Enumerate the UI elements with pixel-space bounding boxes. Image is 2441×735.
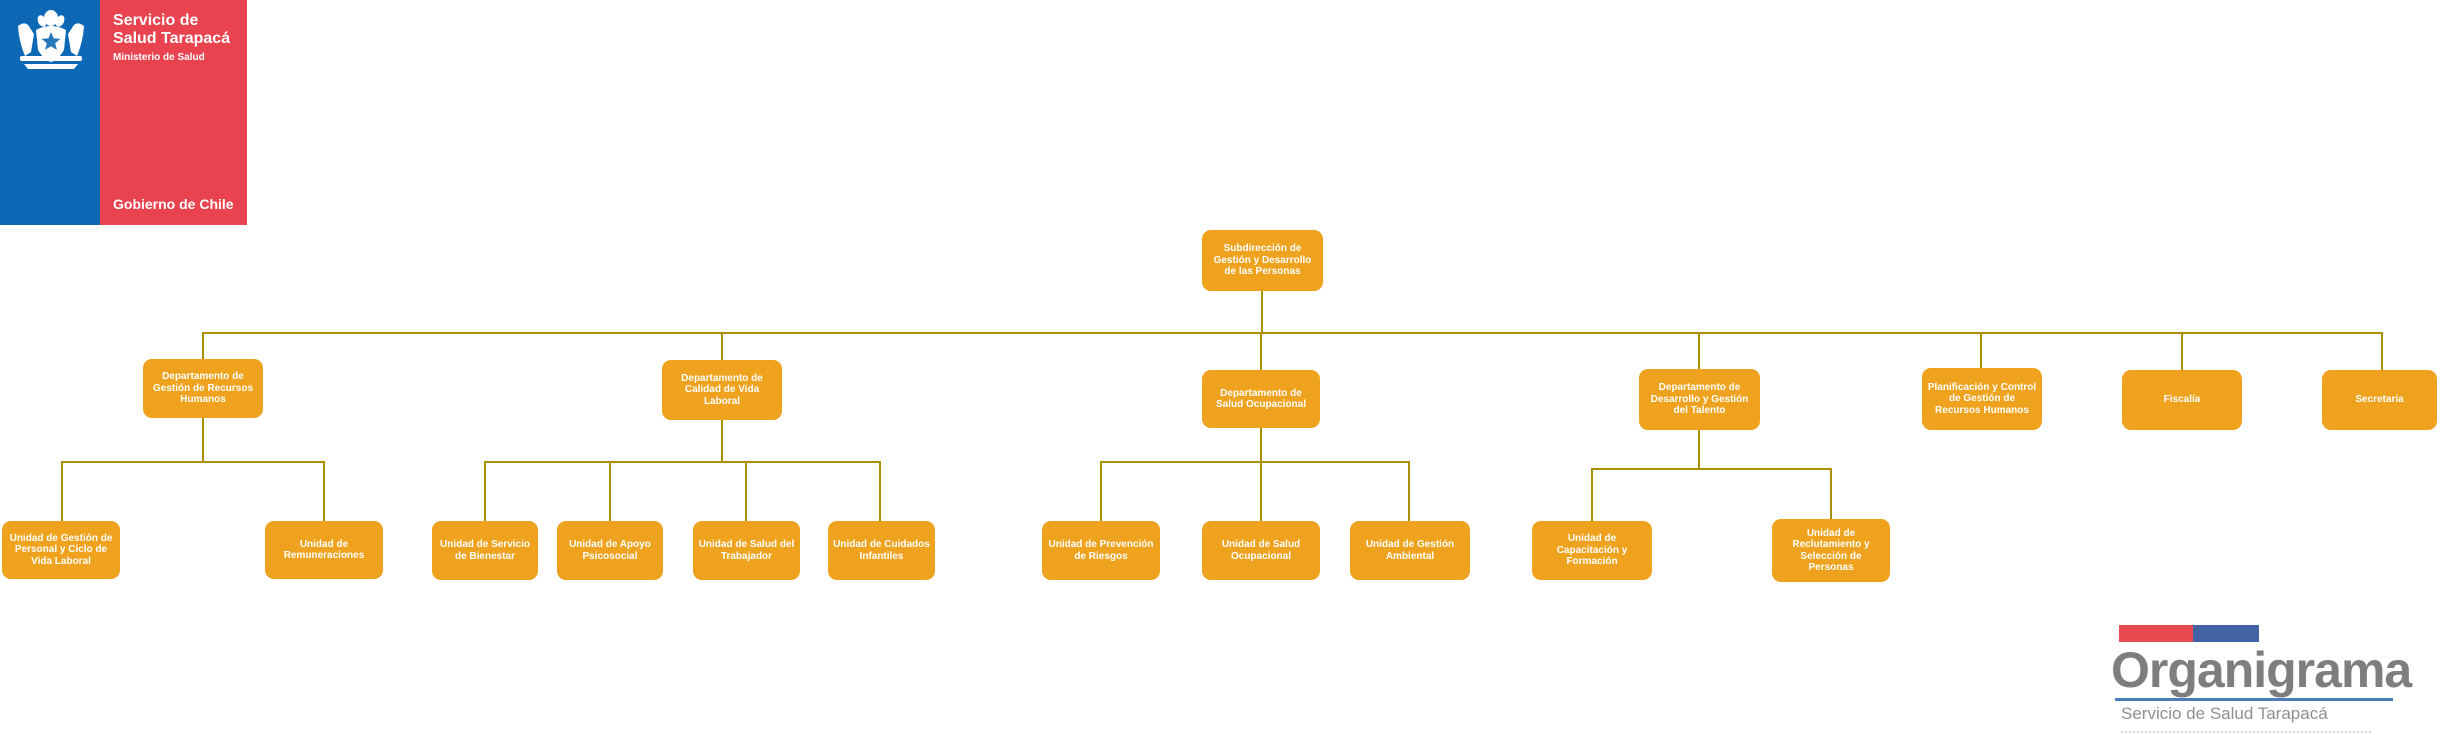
gov-logo-service-line2: Salud Tarapacá [113, 30, 231, 47]
connector-unit1-drop [323, 463, 325, 521]
connector-unit10-drop [1830, 470, 1832, 519]
org-node-unidad-bienestar: Unidad de Servicio de Bienestar [432, 521, 538, 580]
org-node-unidad-gestion-ambiental: Unidad de Gestión Ambiental [1350, 521, 1470, 580]
connector-root-drop [1261, 291, 1263, 332]
org-node-dept-salud-ocupacional: Departamento de Salud Ocupacional [1202, 370, 1320, 428]
chile-coat-of-arms-icon [14, 8, 88, 79]
connector-dept5-drop [2181, 334, 2183, 370]
connector-trunk [202, 332, 2383, 334]
org-node-secretaria: Secretaria [2322, 370, 2437, 430]
connector-unit8-drop [1408, 463, 1410, 521]
connector-group1-stem [721, 420, 723, 461]
connector-group3-stem [1698, 430, 1700, 468]
gov-logo-service-name: Servicio de Salud Tarapacá [113, 12, 230, 48]
org-node-unidad-gestion-personal: Unidad de Gestión de Personal y Ciclo de… [2, 521, 120, 579]
org-node-root: Subdirección de Gestión y Desarrollo de … [1202, 230, 1323, 291]
connector-unit9-drop [1591, 470, 1593, 521]
org-node-unidad-prevencion-riesgos: Unidad de Prevención de Riesgos [1042, 521, 1160, 580]
org-node-unidad-remuneraciones: Unidad de Remuneraciones [265, 521, 383, 579]
cropped-text-remnant [2121, 731, 2371, 733]
gov-logo-red-panel [100, 0, 247, 225]
connector-unit6-drop [1100, 463, 1102, 521]
org-node-dept-desarrollo-talento: Departamento de Desarrollo y Gestión del… [1639, 369, 1760, 430]
org-node-unidad-apoyo-psicosocial: Unidad de Apoyo Psicosocial [557, 521, 663, 580]
connector-dept1-drop [721, 334, 723, 360]
org-node-fiscalia: Fiscalía [2122, 370, 2242, 430]
gov-logo-service-line1: Servicio de [113, 12, 199, 29]
connector-group2-branch [1100, 461, 1410, 463]
connector-group1-branch [484, 461, 881, 463]
org-node-dept-calidad-vida: Departamento de Calidad de Vida Laboral [662, 360, 782, 420]
connector-group2-stem [1260, 428, 1262, 461]
org-node-unidad-salud-ocupacional: Unidad de Salud Ocupacional [1202, 521, 1320, 580]
connector-group0-stem [202, 418, 204, 461]
org-node-unidad-salud-trabajador: Unidad de Salud del Trabajador [693, 521, 800, 580]
connector-dept2-drop [1260, 334, 1262, 370]
org-node-dept-gestion-rrhh: Departamento de Gestión de Recursos Huma… [143, 359, 263, 418]
org-node-unidad-capacitacion: Unidad de Capacitación y Formación [1532, 521, 1652, 580]
connector-group3-branch [1591, 468, 1832, 470]
connector-unit0-drop [61, 463, 63, 521]
footer-rule [2115, 698, 2393, 701]
connector-dept3-drop [1698, 334, 1700, 369]
org-node-planificacion-control: Planificación y Control de Gestión de Re… [1922, 368, 2042, 430]
connector-dept0-drop [202, 334, 204, 360]
connector-group0-branch [61, 461, 325, 463]
footer-subtitle: Servicio de Salud Tarapacá [2121, 704, 2328, 723]
footer-title: Organigrama [2111, 642, 2412, 698]
connector-unit7-drop [1260, 463, 1262, 521]
connector-unit3-drop [609, 463, 611, 521]
footer-flag-red-bar [2119, 625, 2193, 642]
connector-dept6-drop [2381, 334, 2383, 370]
connector-unit2-drop [484, 463, 486, 521]
connector-dept4-drop [1980, 334, 1982, 368]
org-node-unidad-reclutamiento: Unidad de Reclutamiento y Selección de P… [1772, 519, 1890, 582]
connector-unit4-drop [745, 463, 747, 521]
org-node-unidad-cuidados-infantiles: Unidad de Cuidados Infantiles [828, 521, 935, 580]
gov-logo-ministry: Ministerio de Salud [113, 52, 205, 63]
connector-unit5-drop [879, 463, 881, 521]
gov-logo-government: Gobierno de Chile [113, 196, 234, 212]
footer-flag-blue-bar [2193, 625, 2259, 642]
